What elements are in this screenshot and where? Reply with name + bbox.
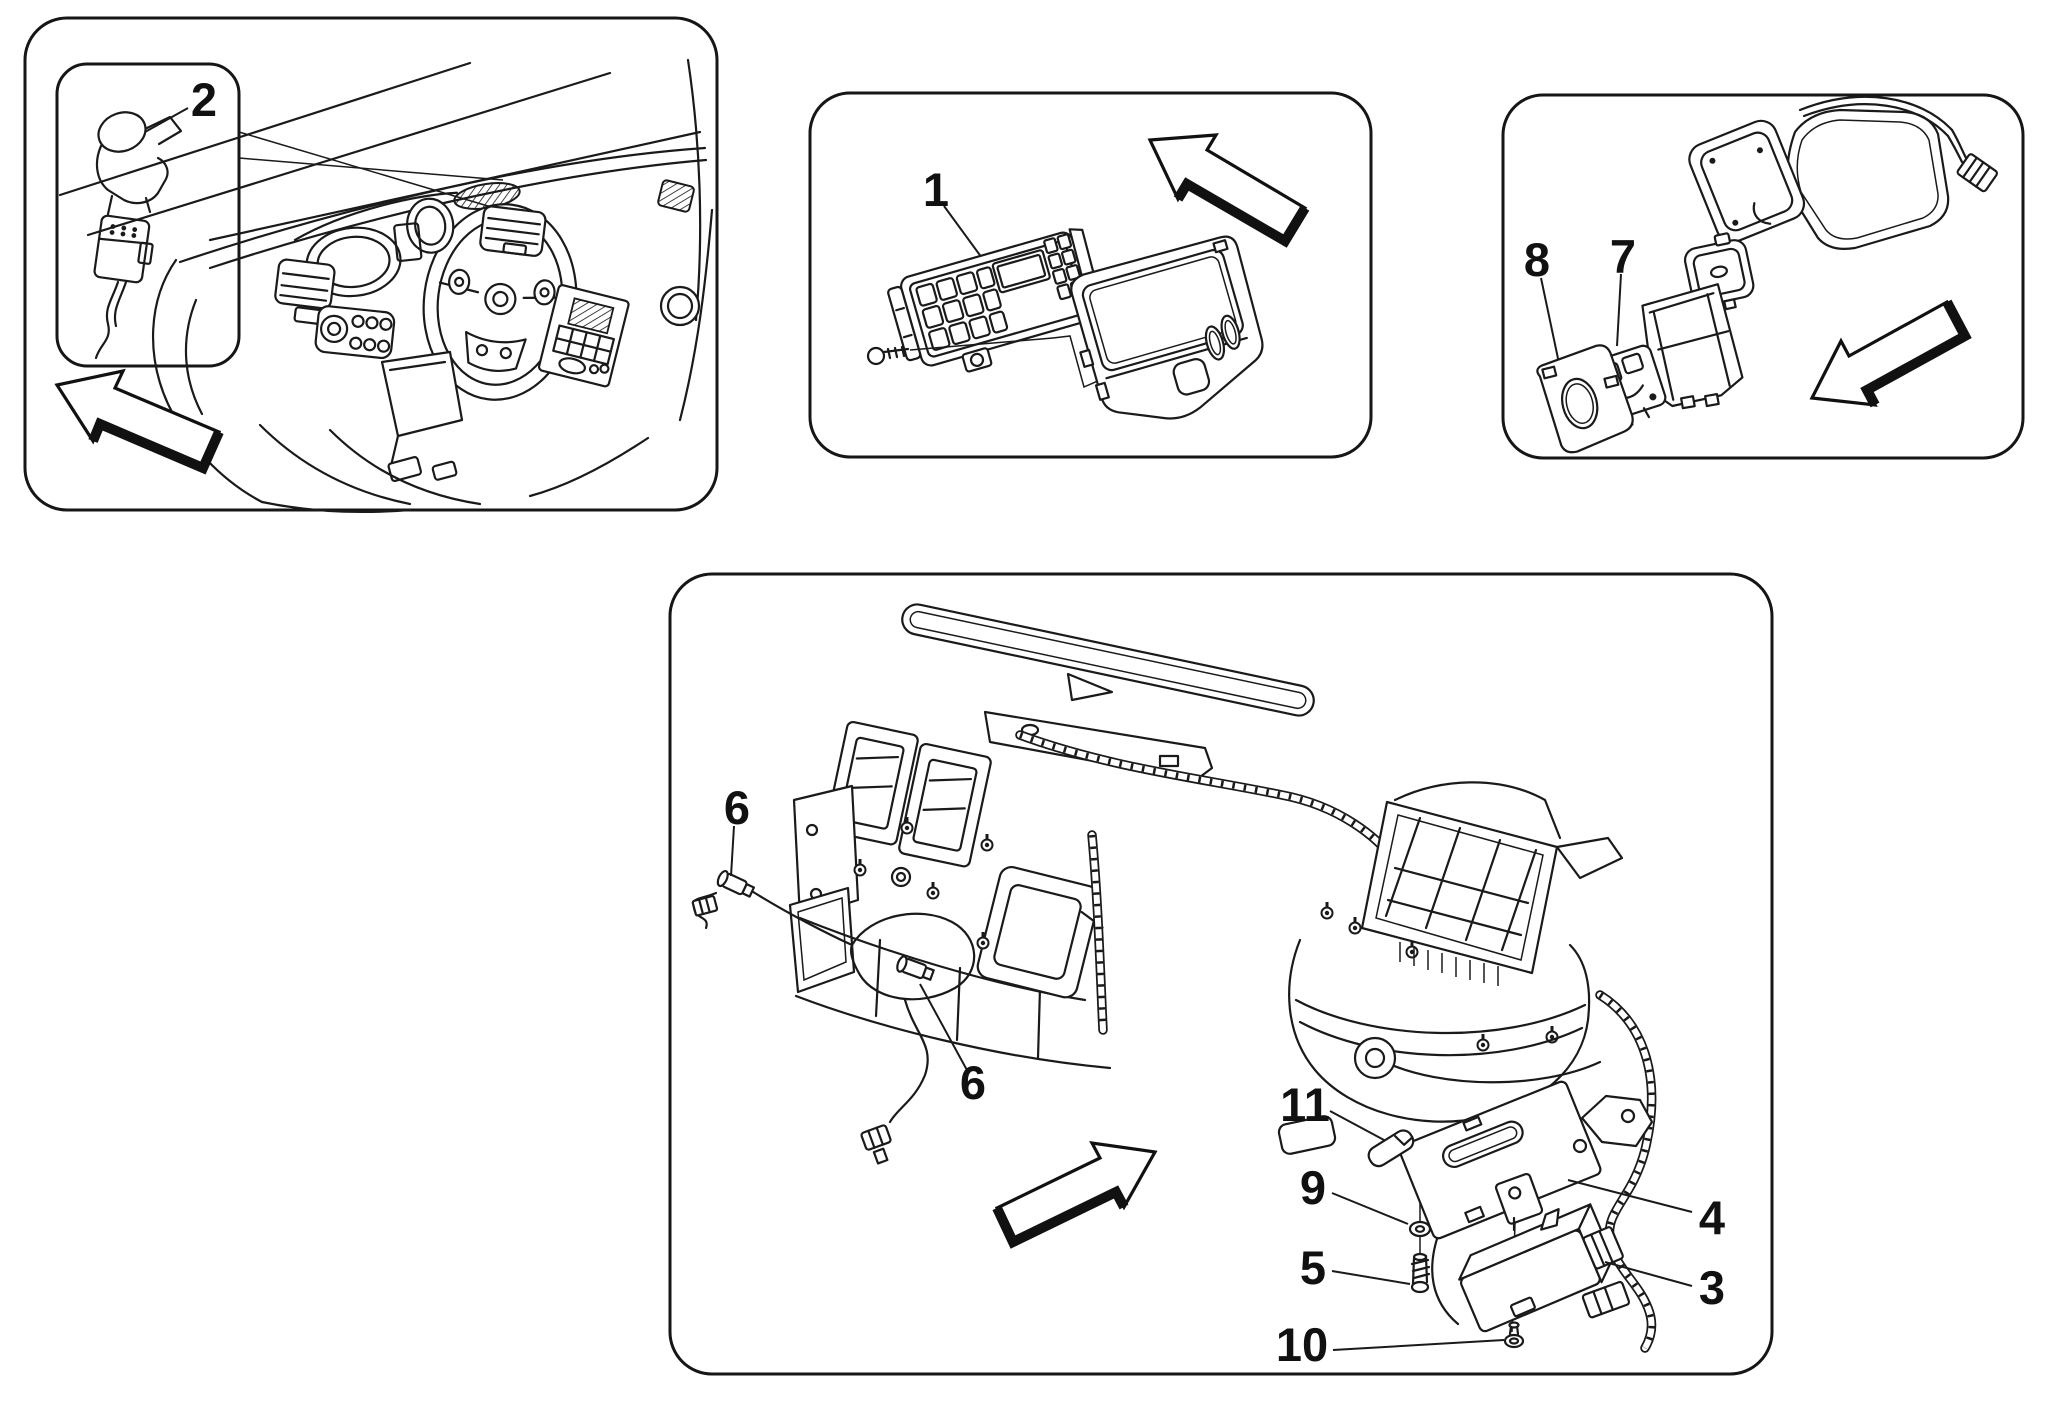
mirror-mount-plate [1688, 119, 1806, 244]
part-callout-5[interactable]: 5 [1300, 1241, 1326, 1294]
blower-housing [1277, 938, 1602, 1326]
panel-hvac-assembly: 6 6 11 9 5 10 4 3 [668, 572, 1774, 1376]
part-callout-2[interactable]: 2 [191, 73, 217, 126]
left-housing-wall [788, 784, 860, 994]
arrow-shadow [88, 417, 224, 475]
steering-column-pedals [258, 350, 482, 506]
arrow-shadow [1860, 299, 1972, 408]
part-callout-6a[interactable]: 6 [724, 781, 750, 834]
defroster-vent-right [898, 742, 992, 868]
cover-plate-part8 [1536, 344, 1634, 454]
part-callout-11[interactable]: 11 [1280, 1078, 1330, 1131]
heater-core-module [976, 865, 1104, 999]
callout-wedge-line [238, 131, 499, 210]
leader-line-8 [1540, 277, 1561, 369]
harness-connector [1956, 153, 1999, 193]
leader-line-1 [943, 205, 983, 259]
leader-line-2 [144, 107, 189, 133]
mounting-frame-plate [983, 672, 1214, 782]
leader-line-7 [1616, 273, 1622, 347]
dash-left-end [151, 258, 412, 514]
screw-part10 [1503, 1321, 1525, 1349]
leader-line-3 [1604, 1261, 1693, 1287]
sensor-wire-2 [113, 280, 128, 328]
sensor-wire [94, 280, 120, 360]
sensor-a-pigtail [691, 891, 719, 930]
duct-seal-strip [901, 603, 1315, 717]
part-callout-6b[interactable]: 6 [960, 1056, 986, 1109]
temperature-sensor-b [896, 955, 935, 981]
part-callout-10[interactable]: 10 [1276, 1318, 1328, 1371]
center-stack [537, 284, 630, 388]
panel-dashboard-location: 2 [23, 16, 719, 514]
leader-line-10 [1332, 1339, 1505, 1351]
mirror-body [1786, 108, 1950, 250]
sensor-connector-part [93, 214, 154, 284]
arrow-shadow [1173, 177, 1310, 248]
fixing-screw [866, 345, 910, 366]
screw-axis-line [909, 337, 1054, 351]
screw-part5 [1410, 1252, 1431, 1294]
sensor-harness-loop [748, 888, 976, 1165]
part-callout-8[interactable]: 8 [1524, 233, 1550, 286]
leader-line-6a [730, 825, 735, 877]
trim-bezel [1070, 235, 1264, 420]
control-module-part3 [1458, 1203, 1624, 1333]
part-callout-9[interactable]: 9 [1300, 1161, 1326, 1214]
clip-part11 [1367, 1129, 1415, 1168]
switch-panel [314, 305, 396, 360]
leader-line-6b [919, 983, 969, 1073]
leader-line-5 [1331, 1270, 1411, 1285]
leader-line-11 [1329, 1110, 1385, 1141]
part-callout-1[interactable]: 1 [923, 163, 949, 216]
part-callout-3[interactable]: 3 [1699, 1261, 1725, 1314]
leader-line-9 [1331, 1192, 1409, 1225]
module-connector [1581, 1280, 1631, 1319]
mirror-harness [1798, 95, 1999, 193]
callout-elbow [1052, 335, 1101, 389]
sun-sensor-part [95, 111, 183, 216]
support-bracket-part4 [1398, 1080, 1654, 1240]
arrow-shadow [992, 1185, 1129, 1249]
panel-climate-control: 1 [808, 91, 1373, 459]
callout-wedge-line [238, 157, 504, 181]
part-callout-4[interactable]: 4 [1699, 1191, 1725, 1244]
wiring-harness [1015, 730, 1657, 1353]
panel-rearview-mirror: 8 7 [1501, 93, 2025, 460]
dash-right-side [528, 179, 714, 498]
windshield-lines [58, 58, 708, 322]
intake-lattice [1360, 781, 1624, 986]
left-air-vent [274, 258, 336, 326]
washer-part9 [1408, 1220, 1432, 1238]
center-air-vent [479, 205, 547, 257]
housing-body [794, 866, 1112, 1070]
temperature-sensor-a [716, 869, 755, 898]
leader-line-4 [1567, 1179, 1693, 1213]
part-callout-7[interactable]: 7 [1610, 230, 1636, 283]
